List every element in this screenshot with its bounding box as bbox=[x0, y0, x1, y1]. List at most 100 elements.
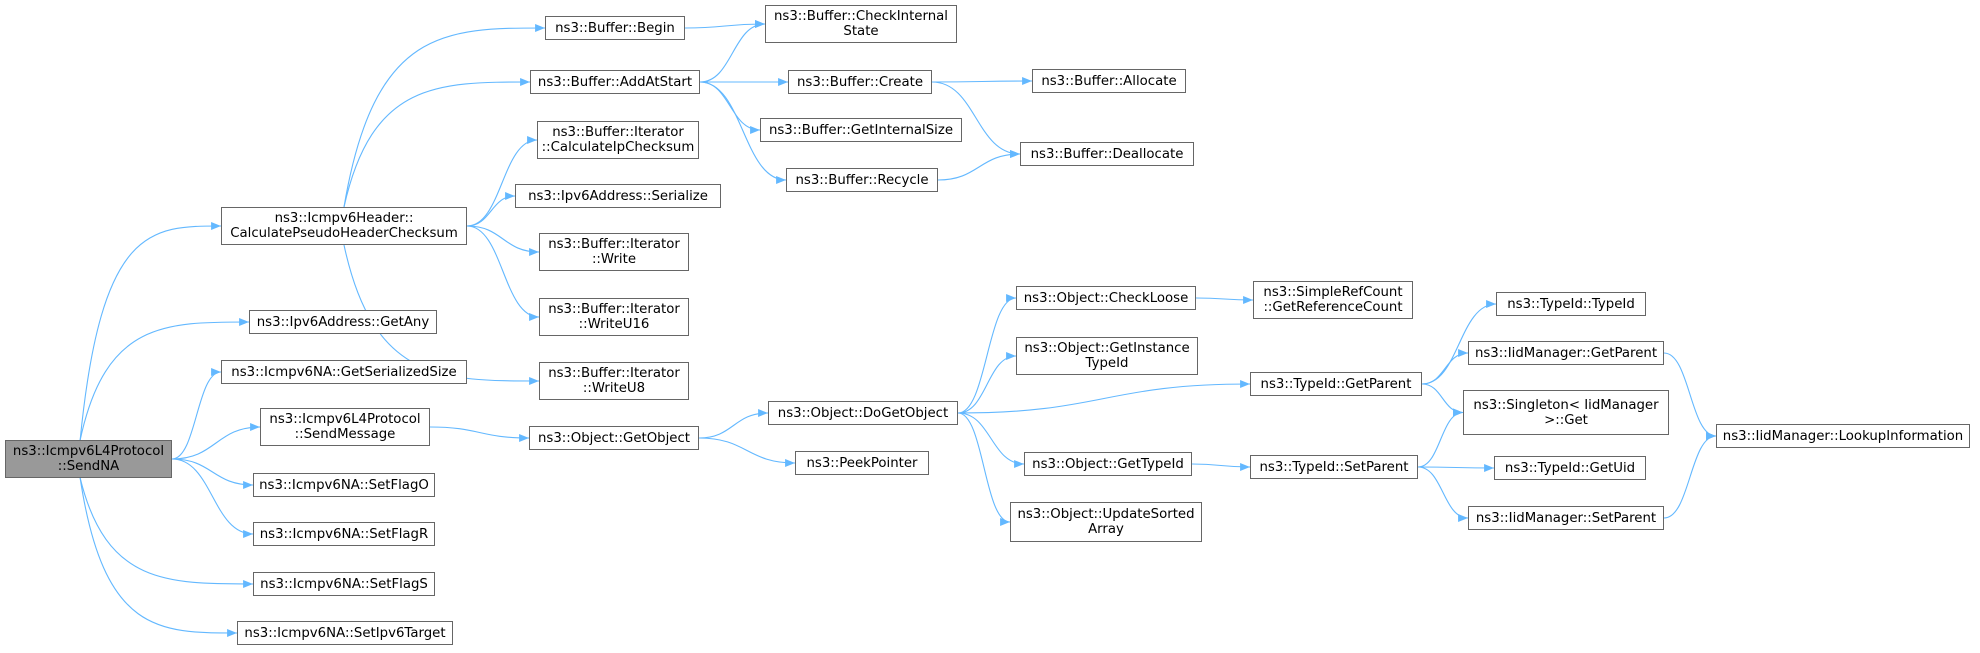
edge-get_typeid-to-typeid_set_parent bbox=[1191, 463, 1251, 471]
node-buffer-iterator-writeu8[interactable]: ns3::Buffer::Iterator ::WriteU8 bbox=[539, 362, 689, 400]
node-buffer-iterator-writeu16[interactable]: ns3::Buffer::Iterator ::WriteU16 bbox=[539, 298, 689, 336]
node-label-line: ns3::Icmpv6Header:: bbox=[274, 211, 414, 226]
node-buffer-iterator-write[interactable]: ns3::Buffer::Iterator ::Write bbox=[539, 233, 689, 271]
node-object-getobject[interactable]: ns3::Object::GetObject bbox=[529, 426, 699, 450]
node-label-line: CalculatePseudoHeaderChecksum bbox=[230, 226, 458, 241]
node-typeid-setparent[interactable]: ns3::TypeId::SetParent bbox=[1250, 455, 1418, 479]
edge-send_na-to-set_flag_s bbox=[79, 477, 254, 588]
node-icmpv6l4protocol-sendmessage[interactable]: ns3::Icmpv6L4Protocol ::SendMessage bbox=[260, 408, 430, 446]
node-label-line: ns3::Singleton< IidManager bbox=[1473, 397, 1659, 413]
edge-buffer_add_at_start-to-get_internal_size bbox=[699, 81, 761, 134]
node-iidmanager-lookupinformation[interactable]: ns3::IidManager::LookupInformation bbox=[1716, 424, 1970, 448]
node-label-line: ns3::Buffer::Begin bbox=[555, 20, 675, 36]
node-icmpv6na-setflagr[interactable]: ns3::Icmpv6NA::SetFlagR bbox=[253, 522, 435, 546]
node-label-line: ns3::Buffer::Allocate bbox=[1041, 73, 1177, 89]
node-object-getinstancetypeid[interactable]: ns3::Object::GetInstance TypeId bbox=[1016, 337, 1198, 375]
edge-send_na-to-calc_pseudo bbox=[79, 222, 222, 441]
node-object-checkloose[interactable]: ns3::Object::CheckLoose bbox=[1016, 286, 1196, 310]
node-buffer-deallocate[interactable]: ns3::Buffer::Deallocate bbox=[1020, 142, 1194, 166]
edge-send_message-to-get_object bbox=[429, 426, 530, 442]
node-label-line: ns3::TypeId::GetUid bbox=[1504, 460, 1636, 476]
node-typeid-getuid[interactable]: ns3::TypeId::GetUid bbox=[1494, 456, 1646, 480]
node-label-line: >::Get bbox=[1544, 412, 1588, 428]
node-object-dogetobject[interactable]: ns3::Object::DoGetObject bbox=[768, 401, 958, 425]
node-buffer-getinternalsize[interactable]: ns3::Buffer::GetInternalSize bbox=[760, 118, 962, 142]
node-iidmanager-getparent[interactable]: ns3::IidManager::GetParent bbox=[1468, 341, 1664, 365]
edge-do_get_object-to-typeid_get_parent bbox=[957, 380, 1251, 414]
node-label-line: ns3::Buffer::CheckInternal bbox=[773, 9, 948, 24]
edge-typeid_set_parent-to-singleton_get bbox=[1417, 408, 1464, 468]
edge-buffer_add_at_start-to-buffer_recycle bbox=[699, 81, 787, 184]
edge-calc_pseudo-to-buffer_begin bbox=[343, 24, 546, 208]
node-label-line: ns3::Icmpv6L4Protocol bbox=[12, 444, 165, 459]
node-icmpv6na-setflago[interactable]: ns3::Icmpv6NA::SetFlagO bbox=[253, 473, 435, 497]
node-label-line: ns3::Buffer::Deallocate bbox=[1030, 146, 1184, 162]
edge-send_na-to-send_message bbox=[171, 423, 261, 460]
node-iidmanager-setparent[interactable]: ns3::IidManager::SetParent bbox=[1468, 506, 1664, 530]
edge-do_get_object-to-get_typeid bbox=[957, 412, 1025, 468]
node-object-updatesortedarray[interactable]: ns3::Object::UpdateSorted Array bbox=[1010, 502, 1202, 542]
node-label-line: ns3::Buffer::Create bbox=[796, 74, 924, 90]
node-buffer-recycle[interactable]: ns3::Buffer::Recycle bbox=[786, 168, 938, 192]
edge-calc_pseudo-to-ipv6_serialize bbox=[466, 192, 516, 227]
node-buffer-iterator-calculateipchecksum[interactable]: ns3::Buffer::Iterator ::CalculateIpCheck… bbox=[537, 121, 699, 159]
node-buffer-addatstart[interactable]: ns3::Buffer::AddAtStart bbox=[530, 70, 700, 94]
edge-do_get_object-to-update_sorted bbox=[957, 412, 1011, 526]
node-icmpv6na-setipv6target[interactable]: ns3::Icmpv6NA::SetIpv6Target bbox=[237, 621, 453, 645]
node-icmpv6header-calculatepseudoheaderchecksum[interactable]: ns3::Icmpv6Header:: CalculatePseudoHeade… bbox=[221, 207, 467, 245]
edge-buffer_create-to-buffer_allocate bbox=[931, 77, 1033, 85]
node-label-line: State bbox=[843, 24, 879, 39]
node-label-line: ns3::TypeId::TypeId bbox=[1507, 296, 1635, 312]
node-label-line: ::GetReferenceCount bbox=[1263, 300, 1403, 315]
node-label-line: ns3::Icmpv6NA::SetFlagS bbox=[260, 576, 428, 592]
node-label-line: ns3::Buffer::Iterator bbox=[548, 237, 680, 252]
node-label-line: ns3::Buffer::Iterator bbox=[548, 302, 680, 317]
node-icmpv6na-setflags[interactable]: ns3::Icmpv6NA::SetFlagS bbox=[253, 572, 435, 596]
edge-typeid_set_parent-to-typeid_get_uid bbox=[1417, 464, 1495, 472]
edge-send_na-to-set_flag_o bbox=[171, 458, 254, 489]
edge-do_get_object-to-get_instance_typeid bbox=[957, 352, 1017, 414]
node-simplerefcount-getreferencecount[interactable]: ns3::SimpleRefCount ::GetReferenceCount bbox=[1253, 281, 1413, 319]
edge-buffer_create-to-buffer_deallocate bbox=[931, 81, 1021, 158]
node-label-line: ::Write bbox=[591, 252, 637, 267]
node-label-line: Array bbox=[1088, 522, 1124, 537]
node-label-line: ::CalculateIpChecksum bbox=[541, 140, 695, 155]
node-label-line: ns3::Icmpv6L4Protocol bbox=[269, 412, 421, 427]
node-object-gettypeid[interactable]: ns3::Object::GetTypeId bbox=[1024, 452, 1192, 476]
node-typeid-getparent[interactable]: ns3::TypeId::GetParent bbox=[1250, 372, 1422, 396]
edge-calc_pseudo-to-buffer_add_at_start bbox=[343, 78, 531, 208]
node-label-line: ns3::Object::GetTypeId bbox=[1032, 456, 1184, 472]
edge-get_object-to-do_get_object bbox=[698, 409, 769, 439]
node-label-line: ::WriteU8 bbox=[582, 381, 646, 396]
node-buffer-checkinternalstate[interactable]: ns3::Buffer::CheckInternal State bbox=[765, 5, 957, 43]
node-label-line: ns3::Icmpv6NA::GetSerializedSize bbox=[231, 364, 457, 380]
node-label-line: ns3::Buffer::Iterator bbox=[548, 366, 680, 381]
node-typeid-typeid[interactable]: ns3::TypeId::TypeId bbox=[1496, 292, 1646, 316]
node-label-line: ns3::Ipv6Address::Serialize bbox=[528, 188, 708, 204]
node-buffer-begin[interactable]: ns3::Buffer::Begin bbox=[545, 16, 685, 40]
node-label-line: ns3::Object::UpdateSorted bbox=[1017, 507, 1195, 522]
node-singleton-iidmanager-get[interactable]: ns3::Singleton< IidManager >::Get bbox=[1463, 390, 1669, 435]
node-icmpv6l4protocol-sendna[interactable]: ns3::Icmpv6L4Protocol ::SendNA bbox=[5, 440, 172, 478]
node-label-line: ns3::Buffer::Recycle bbox=[795, 172, 929, 188]
edge-typeid_set_parent-to-iid_set_parent bbox=[1417, 466, 1469, 522]
node-label-line: ns3::IidManager::GetParent bbox=[1474, 345, 1658, 361]
node-label-line: ::SendNA bbox=[57, 459, 120, 474]
node-buffer-allocate[interactable]: ns3::Buffer::Allocate bbox=[1032, 69, 1186, 93]
node-label-line: ns3::TypeId::GetParent bbox=[1260, 376, 1412, 392]
node-label-line: ns3::IidManager::SetParent bbox=[1475, 510, 1657, 526]
node-label-line: ::SendMessage bbox=[294, 427, 396, 442]
node-label-line: ns3::PeekPointer bbox=[806, 455, 918, 471]
node-buffer-create[interactable]: ns3::Buffer::Create bbox=[788, 70, 932, 94]
edge-calc_pseudo-to-iter_write bbox=[466, 225, 540, 256]
edge-calc_pseudo-to-iter_write_u16 bbox=[466, 225, 540, 321]
edge-send_na-to-get_any bbox=[79, 318, 250, 441]
edge-send_na-to-set_ipv6_target bbox=[79, 477, 238, 637]
node-label-line: ns3::IidManager::LookupInformation bbox=[1722, 428, 1964, 444]
node-label-line: ns3::SimpleRefCount bbox=[1263, 285, 1403, 300]
node-peekpointer[interactable]: ns3::PeekPointer bbox=[795, 451, 929, 475]
node-ipv6address-serialize[interactable]: ns3::Ipv6Address::Serialize bbox=[515, 184, 721, 208]
node-icmpv6na-getserializedsize[interactable]: ns3::Icmpv6NA::GetSerializedSize bbox=[221, 360, 467, 384]
node-ipv6address-getany[interactable]: ns3::Ipv6Address::GetAny bbox=[249, 310, 437, 334]
